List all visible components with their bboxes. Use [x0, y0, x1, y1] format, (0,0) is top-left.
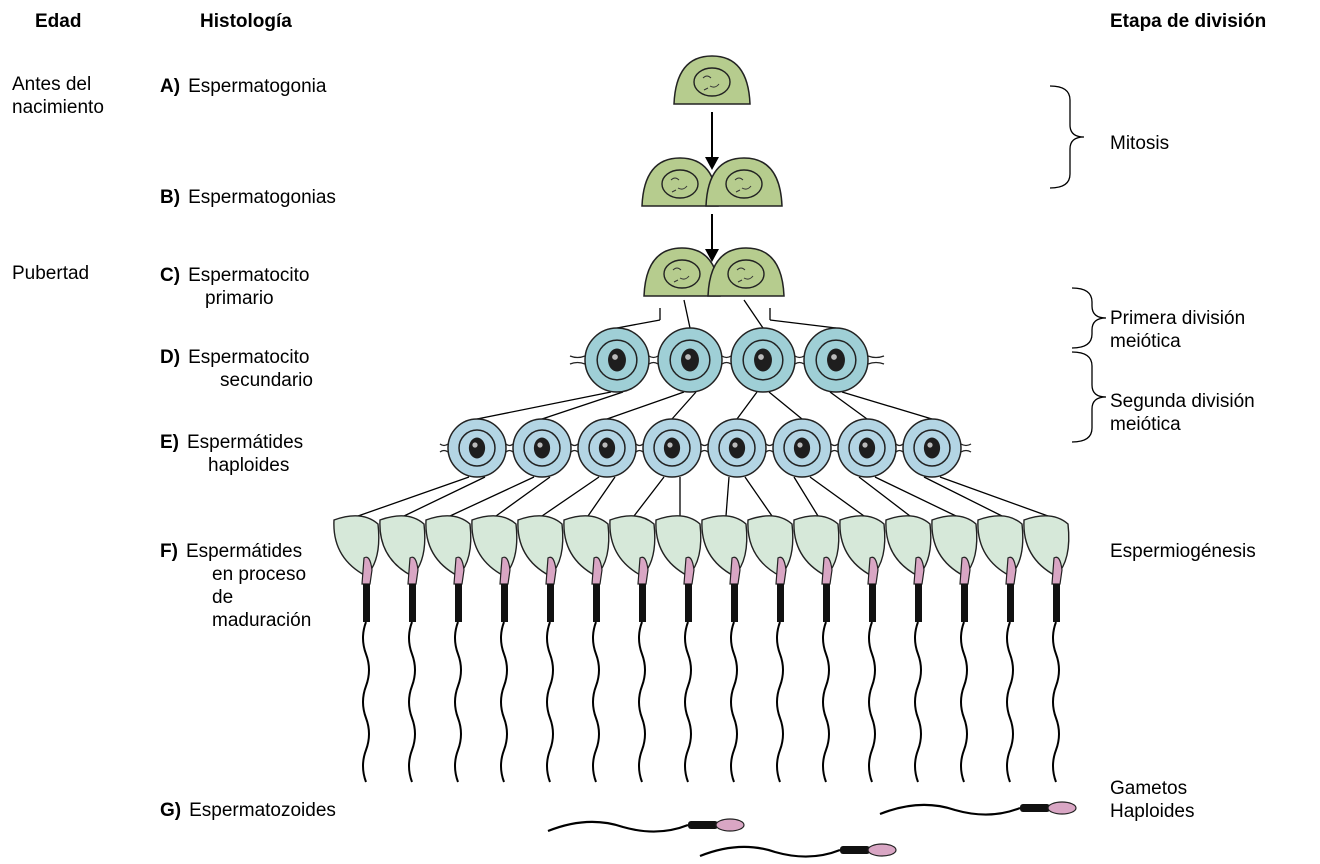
line-e-f-1 [358, 477, 469, 516]
line-e-f-6 [588, 477, 615, 516]
line-e-f-15 [924, 477, 1002, 516]
spermatozoa [334, 516, 1076, 857]
line-c-d-2 [684, 300, 690, 328]
spermatid-1 [448, 419, 506, 477]
line-e-f-7 [634, 477, 664, 516]
bridge-d-left [570, 356, 585, 364]
maturing-spermatid-12 [840, 516, 885, 782]
line-e-f-10 [745, 477, 772, 516]
line-e-f-16 [940, 477, 1048, 516]
line-c-d-4 [770, 320, 836, 328]
spermatozoon-2 [880, 802, 1076, 815]
spermatid-8 [903, 419, 961, 477]
spermatocyte-secondary-4 [804, 328, 868, 392]
line-e-f-3 [450, 477, 534, 516]
spermatozoon-3 [700, 844, 896, 857]
maturing-spermatid-10 [748, 516, 793, 782]
maturing-spermatid-9 [702, 516, 747, 782]
line-d-e-8 [842, 392, 932, 419]
spermatid-3 [578, 419, 636, 477]
maturing-spermatid-16 [1024, 516, 1069, 782]
maturing-spermatid-5 [518, 516, 563, 782]
maturing-spermatid-1 [334, 516, 379, 782]
bridge-d-3 [795, 356, 804, 364]
maturing-spermatid-3 [426, 516, 471, 782]
spermatocyte-secondary-3 [731, 328, 795, 392]
spermatid-4 [643, 419, 701, 477]
maturing-spermatid-11 [794, 516, 839, 782]
brace-segunda-division [1072, 352, 1106, 442]
line-d-e-7 [830, 392, 867, 419]
bridge-e-left [440, 444, 448, 452]
line-d-e-1 [477, 392, 611, 419]
line-e-f-13 [859, 477, 910, 516]
bridge-e-1 [506, 444, 513, 452]
arrow-b-to-c [705, 214, 719, 262]
bridge-e-5 [766, 444, 773, 452]
line-e-f-12 [810, 477, 864, 516]
line-e-f-4 [496, 477, 550, 516]
bridge-d-1 [649, 356, 658, 364]
bridge-e-7 [896, 444, 903, 452]
spermatocyte-secondary-2 [658, 328, 722, 392]
arrow-a-to-b [705, 112, 719, 170]
line-d-e-5 [737, 392, 757, 419]
line-c-d-1 [617, 320, 660, 328]
spermatid-6 [773, 419, 831, 477]
maturing-spermatid-14 [932, 516, 977, 782]
division-braces [1050, 86, 1106, 442]
bridge-d-right [868, 356, 884, 364]
line-e-f-11 [794, 477, 818, 516]
line-d-e-2 [542, 392, 623, 419]
spermatocyte-primary-right [708, 248, 784, 296]
spermatogonium-a [674, 56, 750, 104]
spermatocyte-secondary-1 [585, 328, 649, 392]
maturing-spermatid-6 [564, 516, 609, 782]
spermatid-7 [838, 419, 896, 477]
line-e-f-14 [875, 477, 956, 516]
spermatid-2 [513, 419, 571, 477]
bridge-e-3 [636, 444, 643, 452]
line-e-f-9 [726, 477, 729, 516]
spermatogonium-b-right [706, 158, 782, 206]
maturing-spermatid-2 [380, 516, 425, 782]
maturing-spermatid-15 [978, 516, 1023, 782]
maturing-spermatid-7 [610, 516, 655, 782]
bridge-d-2 [722, 356, 731, 364]
bridge-e-right [961, 444, 971, 452]
spermatid-5 [708, 419, 766, 477]
line-e-f-5 [542, 477, 599, 516]
line-d-e-4 [672, 392, 696, 419]
maturing-spermatid-13 [886, 516, 931, 782]
line-d-e-6 [769, 392, 802, 419]
brace-mitosis [1050, 86, 1084, 188]
bridge-e-6 [831, 444, 838, 452]
line-d-e-3 [607, 392, 684, 419]
brace-primera-division [1072, 288, 1106, 348]
spermatozoon-1 [548, 819, 744, 832]
line-e-f-2 [404, 477, 485, 516]
bridge-e-2 [571, 444, 578, 452]
maturing-spermatid-4 [472, 516, 517, 782]
cells [440, 56, 971, 477]
line-c-d-3 [744, 300, 763, 328]
bridge-e-4 [701, 444, 708, 452]
maturing-spermatid-8 [656, 516, 701, 782]
